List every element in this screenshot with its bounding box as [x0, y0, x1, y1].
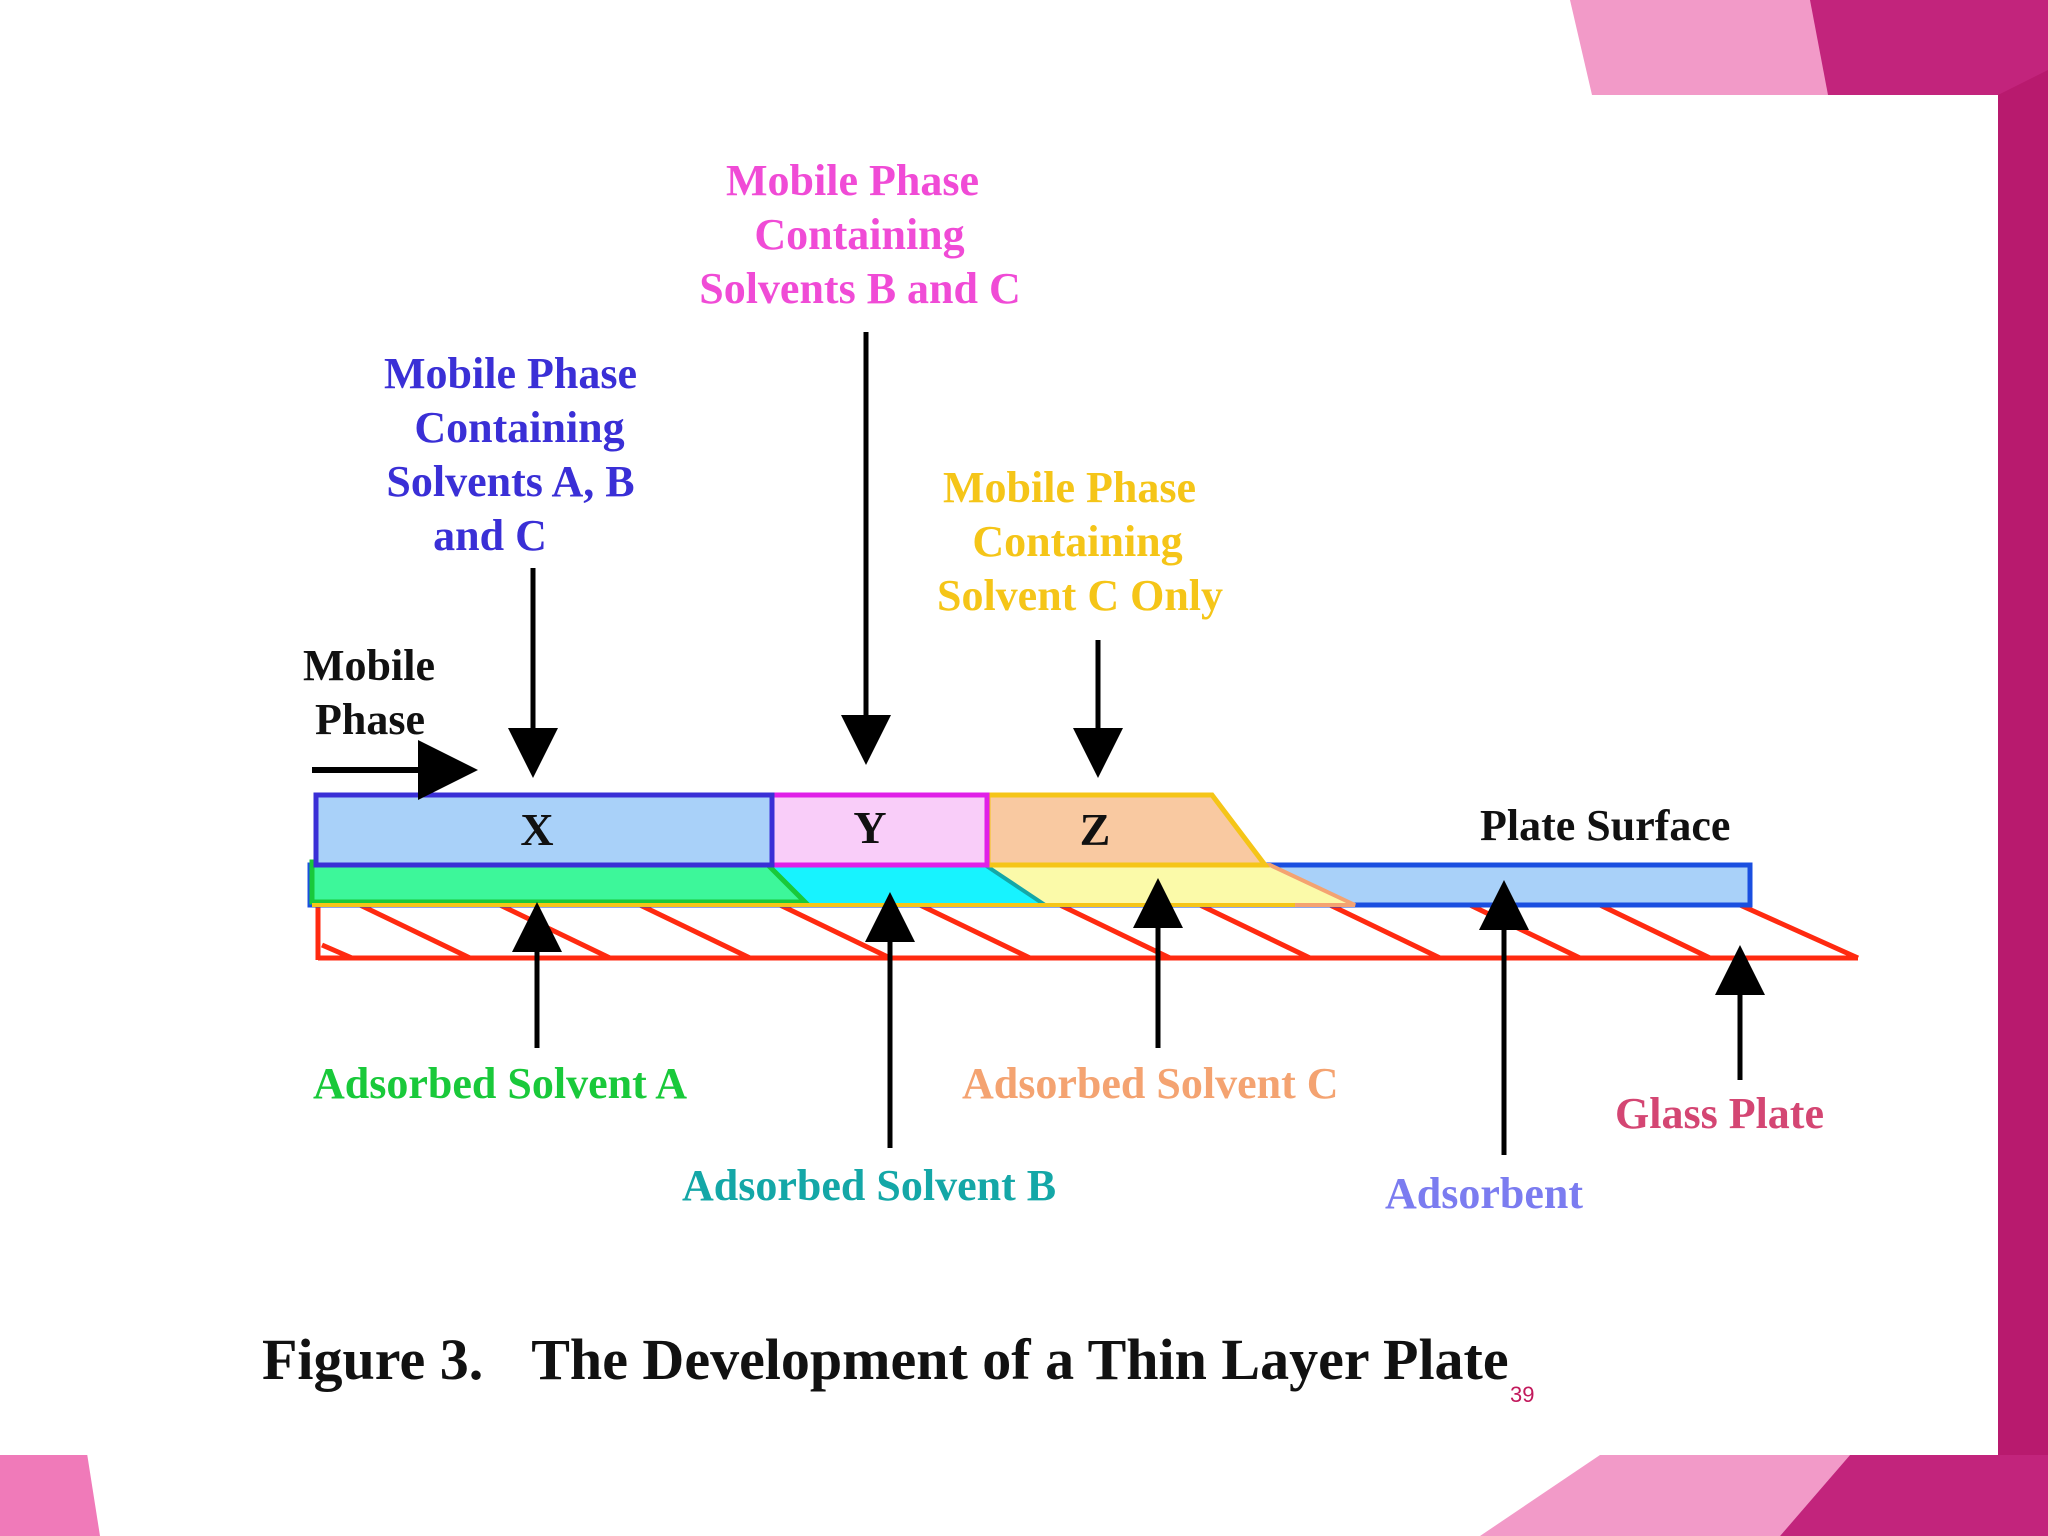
slide-number: 39 [1510, 1382, 1535, 1407]
mobile-phase-c-label: Mobile Phase Containing Solvent C Only [937, 463, 1223, 620]
figure-number: Figure 3. [262, 1327, 484, 1392]
zone-z-label: Z [1080, 804, 1111, 855]
top-right-magenta-shape [1810, 0, 2048, 95]
mobile-phase-abc-label: Mobile Phase Containing Solvents A, B an… [384, 349, 648, 560]
bottom-pink-shape [1480, 1455, 1850, 1536]
adsorbed-solvent-b-label: Adsorbed Solvent B [682, 1161, 1056, 1210]
top-right-pink-shape [1570, 0, 1830, 95]
figure-title: The Development of a Thin Layer Plate [531, 1327, 1509, 1392]
plate-surface-label: Plate Surface [1480, 801, 1730, 850]
zone-z-box [985, 792, 1271, 868]
glass-plate-hatching [321, 902, 1860, 961]
adsorbed-solvent-c-label: Adsorbed Solvent C [962, 1059, 1339, 1108]
zone-x-label: X [520, 804, 553, 855]
bottom-magenta-shape [1780, 1455, 2048, 1536]
zone-y-box [769, 792, 990, 868]
glass-plate-label: Glass Plate [1615, 1089, 1824, 1138]
adsorbed-solvent-a-layer [309, 859, 812, 905]
zone-x-box [313, 792, 775, 868]
adsorbed-solvent-a-label: Adsorbed Solvent A [313, 1059, 687, 1108]
adsorbent-label: Adsorbent [1385, 1169, 1583, 1218]
mobile-phase-label: Mobile Phase [303, 641, 446, 744]
right-edge-shape [1998, 70, 2048, 1536]
zone-y-label: Y [853, 802, 886, 853]
mobile-phase-bc-label: Mobile Phase Containing Solvents B and C [699, 156, 1021, 313]
figure-caption: Figure 3. The Development of a Thin Layer… [262, 1326, 1509, 1393]
slide-canvas [0, 95, 1998, 1455]
glass-plate [315, 902, 1860, 961]
